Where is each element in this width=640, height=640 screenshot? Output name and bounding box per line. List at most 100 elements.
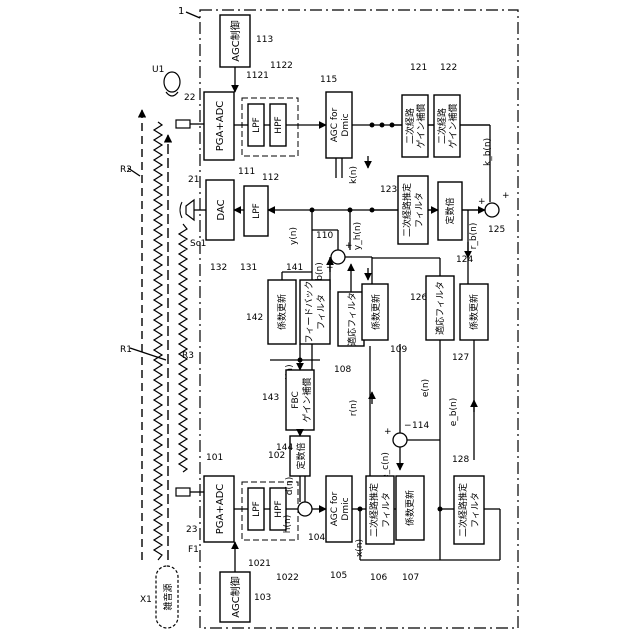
svg-text:LPF: LPF [252,501,262,517]
svg-text:k(n): k(n) [349,166,359,184]
agc-control-103: AGC制御 103 [220,572,271,622]
svg-text:107: 107 [402,573,419,583]
svg-text:フィルタ: フィルタ [470,492,481,528]
svg-text:雑音源: 雑音源 [162,583,174,610]
svg-text:113: 113 [256,35,273,45]
svg-text:105: 105 [330,571,347,581]
svg-text:h(n): h(n) [283,515,293,533]
svg-text:1021: 1021 [248,559,271,569]
svg-text:110: 110 [316,231,333,241]
svg-text:二次経路: 二次経路 [404,108,416,144]
user-head-icon [164,72,180,96]
device-ref: 1 [178,6,184,17]
lpf-1121: LPF 1121 [246,71,269,146]
svg-text:Sc1: Sc1 [190,239,206,249]
sec-est-106: 二次経路推定 フィルタ 106 [366,476,394,583]
svg-text:二次経路: 二次経路 [436,108,448,144]
svg-text:PGA+ADC: PGA+ADC [215,484,226,535]
svg-text:k_b(n): k_b(n) [483,138,493,166]
hpf-1122: HPF 1122 [270,61,293,146]
svg-text:143: 143 [262,393,279,403]
sum-125 [485,203,499,217]
svg-text:LPF: LPF [252,203,262,219]
svg-text:二次経路推定: 二次経路推定 [368,483,380,537]
svg-text:定数倍: 定数倍 [295,442,307,469]
svg-text:U1: U1 [152,65,164,75]
adaptive-filter-126: 適応フィルタ 126 [410,276,454,340]
svg-text:R1: R1 [120,345,132,355]
svg-text:e(n): e(n) [421,379,431,397]
svg-text:122: 122 [440,63,457,73]
svg-text:142: 142 [246,313,263,323]
svg-text:108: 108 [334,365,351,375]
svg-text:124: 124 [456,255,473,265]
svg-text:係数更新: 係数更新 [404,490,416,526]
pga-adc-101: PGA+ADC 101 [204,453,234,542]
svg-text:F1: F1 [188,545,199,555]
sum-110 [331,250,345,264]
svg-text:128: 128 [452,455,469,465]
lpf-131: LPF 131 [240,186,268,273]
svg-text:LPF: LPF [252,117,262,133]
sec-est-128: 二次経路推定 フィルタ 128 [452,455,484,544]
svg-text:ゲイン補償: ゲイン補償 [447,104,459,149]
svg-text:二次経路推定: 二次経路推定 [457,483,469,537]
svg-text:Dmic: Dmic [341,497,351,520]
svg-text:125: 125 [488,225,505,235]
svg-text:r_b(n): r_b(n) [469,223,479,250]
lpf-1021: LPF 1021 [248,488,271,569]
svg-text:1122: 1122 [270,61,293,71]
svg-text:121: 121 [410,63,427,73]
svg-text:102: 102 [268,451,285,461]
noise-wave [154,122,162,560]
svg-text:HPF: HPF [274,116,284,133]
svg-text:ゲイン補償: ゲイン補償 [415,104,427,149]
speaker-icon [180,200,206,220]
svg-text:ゲイン補償: ゲイン補償 [301,378,313,423]
svg-text:127: 127 [452,353,469,363]
svg-text:フィードバック: フィードバック [304,281,315,344]
svg-text:23: 23 [186,525,197,535]
sum-114 [393,433,407,447]
svg-text:適応フィルタ: 適応フィルタ [346,292,358,346]
svg-text:r(n): r(n) [349,400,359,416]
svg-text:22: 22 [184,93,195,103]
svg-text:109: 109 [390,345,407,355]
svg-text:フィルタ: フィルタ [316,294,327,330]
svg-text:係数更新: 係数更新 [276,294,288,330]
gain-comp-121: 二次経路 ゲイン補償 121 [402,63,428,157]
adaptive-filter-108: 適応フィルタ 108 [334,292,364,375]
svg-text:Dmic: Dmic [341,113,351,136]
svg-text:X1: X1 [140,595,152,605]
svg-text:定数倍: 定数倍 [444,197,456,224]
coef-update-127: 係数更新 127 [452,284,488,363]
fbc-gain-143: FBC ゲイン補償 143 [262,370,314,430]
svg-text:フィルタ: フィルタ [414,192,425,228]
svg-text:1121: 1121 [246,71,269,81]
svg-text:FBC: FBC [291,391,301,408]
svg-text:AGC for: AGC for [330,107,340,142]
hpf-1022: HPF 1022 [270,488,299,583]
svg-text:115: 115 [320,75,337,85]
svg-text:y(n): y(n) [289,227,299,245]
svg-text:111: 111 [238,167,255,177]
coef-update-107: 係数更新 107 [396,476,424,583]
svg-text:+: + [345,241,353,251]
const-124-top: 定数倍 [438,182,462,240]
dac-132: DAC 132 [206,180,234,273]
svg-text:+: + [384,427,392,437]
svg-text:係数更新: 係数更新 [468,294,480,330]
svg-text:AGC制御: AGC制御 [229,20,242,61]
svg-text:d(n): d(n) [285,477,295,495]
svg-text:AGC for: AGC for [330,491,340,526]
svg-text:フィルタ: フィルタ [381,492,392,528]
svg-text:R3: R3 [182,351,194,361]
svg-text:係数更新: 係数更新 [370,294,382,330]
svg-text:132: 132 [210,263,227,273]
svg-text:123: 123 [380,185,397,195]
svg-text:101: 101 [206,453,223,463]
svg-text:e_b(n): e_b(n) [449,398,459,426]
agc-dmic-115: AGC for Dmic 115 [320,75,352,158]
svg-text:DAC: DAC [216,199,227,220]
